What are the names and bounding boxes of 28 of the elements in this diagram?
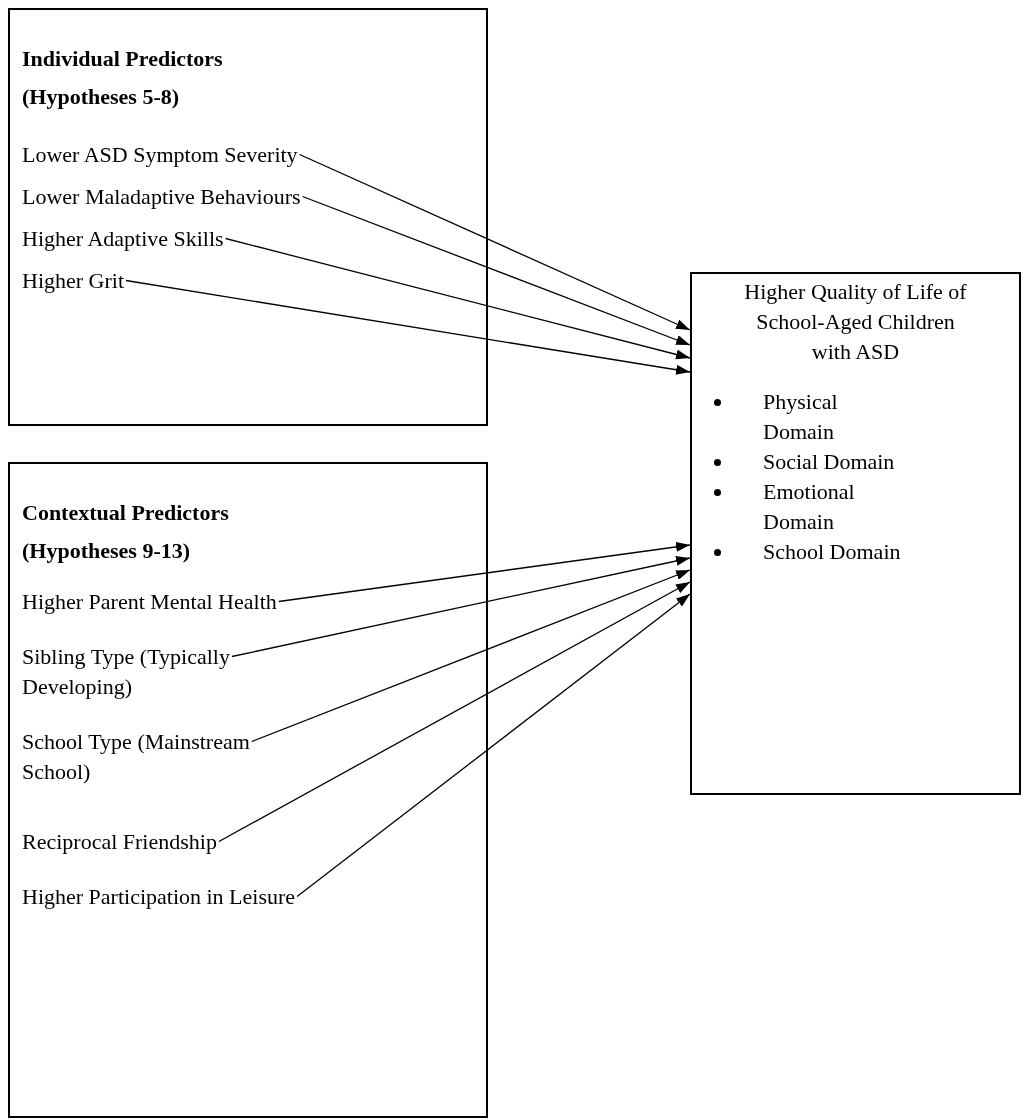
predictor-text: School Type (Mainstream School)	[22, 727, 314, 787]
arrow	[296, 593, 691, 898]
domain-text: Emotional Domain	[763, 478, 856, 536]
arrow	[225, 237, 691, 360]
domain-text: Social Domain	[763, 448, 896, 476]
arrow	[231, 556, 691, 658]
predictor-group-box	[8, 8, 488, 426]
predictor-text: Higher Parent Mental Health	[22, 587, 277, 617]
predictor-text: Reciprocal Friendship	[22, 827, 217, 857]
heading-text: Contextual Predictors (Hypotheses 9-13)	[22, 499, 230, 565]
arrow	[218, 581, 691, 843]
predictor-text: Lower ASD Symptom Severity	[22, 140, 298, 170]
predictor-text: Higher Participation in Leisure	[22, 882, 296, 912]
outcome-box	[690, 272, 1021, 795]
domain-text: School Domain	[763, 538, 902, 566]
predictor-text: Lower Maladaptive Behaviours	[22, 182, 301, 212]
arrow	[298, 153, 691, 331]
predictor-text: Higher Grit	[22, 266, 125, 296]
outcome-title: Higher Quality of Life of School-Aged Children with ASD	[743, 278, 968, 366]
domain-text: Physical Domain	[763, 388, 839, 446]
predictor-group-box	[8, 462, 488, 1118]
arrow	[301, 195, 691, 346]
predictor-text: Sibling Type (Typically Developing)	[22, 642, 314, 702]
arrow	[251, 569, 691, 743]
predictor-text: Higher Adaptive Skills	[22, 224, 224, 254]
heading-text: Individual Predictors (Hypotheses 5-8)	[22, 45, 224, 111]
arrow	[278, 541, 691, 603]
arrow	[125, 279, 691, 375]
